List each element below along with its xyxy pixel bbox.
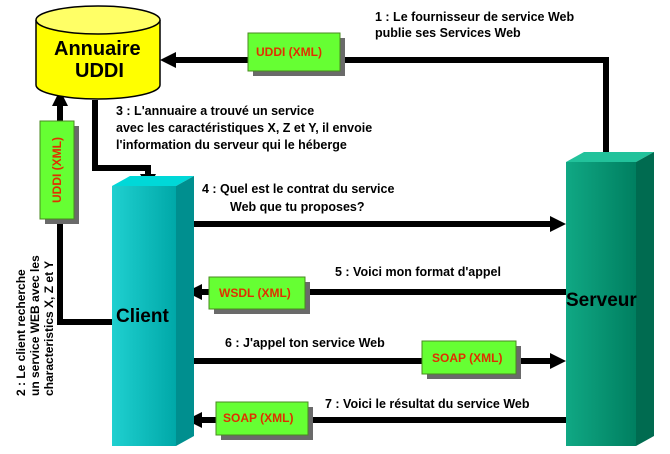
step7-label: 7 : Voici le résultat du service Web xyxy=(325,397,530,411)
step2-line1: 2 : Le client recherche xyxy=(14,269,28,396)
annuaire-label-line2: UDDI xyxy=(75,60,124,82)
arrowhead-step4 xyxy=(550,216,566,232)
connector-step3 xyxy=(92,100,151,176)
step3-line2: avec les caractéristiques X, Z et Y, il … xyxy=(116,121,373,135)
step3-line1: 3 : L'annuaire a trouvé un service xyxy=(116,104,315,118)
step1-line2: publie ses Services Web xyxy=(375,26,521,40)
message-wsdl-text: WSDL (XML) xyxy=(219,286,291,300)
message-box-uddi-left xyxy=(39,120,79,224)
step6-label: 6 : J'appel ton service Web xyxy=(225,336,385,350)
message-soap-left-text: SOAP (XML) xyxy=(223,411,294,425)
step4-line2: Web que tu proposes? xyxy=(230,200,365,214)
step2-line3: characteristics X, Z et Y xyxy=(42,260,56,396)
serveur-box xyxy=(566,152,654,446)
message-box-wsdl xyxy=(208,276,310,314)
step2-line2: un service WEB avec les xyxy=(28,255,42,396)
step4-line1: 4 : Quel est le contrat du service xyxy=(202,182,395,196)
step2-label: 2 : Le client recherche un service WEB a… xyxy=(14,246,64,396)
message-box-uddi-top xyxy=(247,32,345,76)
message-uddi-top-text: UDDI (XML) xyxy=(256,45,322,59)
client-box xyxy=(112,176,194,446)
message-uddi-left-text: UDDI (XML) xyxy=(50,137,64,203)
annuaire-uddi-cylinder xyxy=(35,5,161,100)
arrowhead-step6 xyxy=(550,353,566,369)
annuaire-label-line1: Annuaire xyxy=(54,38,141,60)
step5-label: 5 : Voici mon format d'appel xyxy=(335,265,501,279)
message-box-soap-right xyxy=(421,340,521,379)
client-label: Client xyxy=(116,306,169,327)
message-box-soap-left xyxy=(215,401,313,440)
step3-line3: l'information du serveur qui le héberge xyxy=(116,138,347,152)
arrowhead-step2 xyxy=(52,90,68,106)
serveur-label: Serveur xyxy=(566,290,637,311)
arrowhead-step1 xyxy=(160,52,176,68)
message-soap-right-text: SOAP (XML) xyxy=(432,351,503,365)
step1-line1: 1 : Le fournisseur de service Web xyxy=(375,10,575,24)
